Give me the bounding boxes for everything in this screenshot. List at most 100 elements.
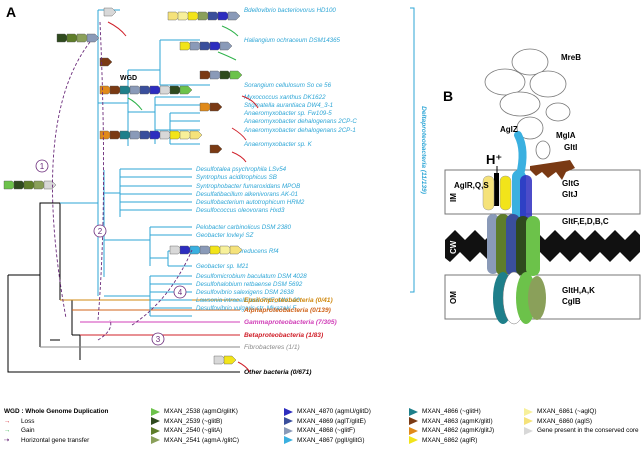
hgt-event-4: 4 [173,285,187,299]
leaf-label: Syntrophus aciditrophicus SB [196,174,277,181]
legend-gene-label: MXAN_2541 (agmA /glitC) [164,436,239,444]
legend-gene: MXAN_4863 (agmK/glitI) [409,417,494,427]
aglz-protein [514,131,527,179]
leaf-label: Pelobacter carbinolicus DSM 2380 [196,224,291,231]
gene-arrow-icon [284,426,293,435]
gene-arrow-icon [409,407,418,416]
legend-gene: MXAN_4866 (~glitH) [409,407,494,417]
legend-gene-label: MXAN_6860 (aglS) [537,417,593,425]
cglb-protein [528,276,546,320]
delta-group-label: Deltaproteobacteria (11/139) [420,106,427,194]
leaf-label: Stigmatella aurantiaca DW4_3-1 [244,102,333,109]
legend-gene: MXAN_2541 (agmA /glitC) [151,436,239,446]
label-mgla: MglA [556,131,576,140]
legend-gene: Gene present in the conserved core [524,426,640,436]
glti-protein [530,160,575,180]
event-number: 2 [98,227,103,236]
legend-gain: → Gain [4,426,108,436]
legend-gene-label: MXAN_2538 (agmO/glitK) [164,408,238,415]
gain-arrows [127,25,239,111]
label-cw: CW [449,240,458,254]
gene-arrow-icon [524,407,533,416]
group-label-gamma: Gammaproteobacteria (7/305) [244,319,337,326]
leaf-label: Lawsonia intracellularis PHE_MN1-00 [196,297,300,304]
wgd-label: WGD [120,75,137,82]
group-label-epsilon: Epsilonproteobacteria (0/41) [244,297,333,304]
panel-a-label: A [6,4,17,20]
legend-gene-label: MXAN_4863 (agmK/glitI) [422,417,493,425]
gltc-protein [526,216,540,276]
legend-gene-label: MXAN_4868 (~glitF) [297,427,356,434]
legend-hgt-label: Horizontal gene transfer [21,436,90,444]
leaf-labels: Bdellovibrio bacteriovorus HD100 Haliang… [196,7,357,312]
leaf-label: Desulfohalobium retbaense DSM 5692 [196,281,303,288]
legend-gene: MXAN_4867 (pglI/glitG) [284,436,371,446]
group-label-alpha: Alphaproteobacteria (0/139) [243,307,331,314]
mgla-protein [535,140,551,160]
gene-cluster-wgd [99,57,193,95]
legend-gene: MXAN_6861 (~aglQ) [524,407,640,417]
group-label-fibrobacteres: Fibrobacteres (1/1) [244,344,300,351]
aglrqs-protein [482,175,495,211]
legend-gene: MXAN_2539 (~glitB) [151,417,239,427]
mreb-cluster [484,48,571,140]
leaf-label: Desulfovibrio salexigens DSM 2638 [196,289,294,296]
legend-gene: MXAN_6862 (aglR) [409,436,494,446]
event-number: 1 [40,162,45,171]
leaf-label: Geobacter sp. M21 [196,263,249,270]
legend-gene-label: MXAN_4869 (aglT/glitE) [297,417,366,425]
leaf-label: Haliangium ochraceum DSM14365 [244,37,341,44]
tree-delta-branches [60,9,210,317]
label-im: IM [449,193,458,202]
legend-gain-label: Gain [21,427,35,434]
label-glthak: GltH,A,K [562,286,595,295]
legend-gene: MXAN_4870 (agmU/glitD) [284,407,371,417]
label-cglb: CglB [562,297,581,306]
event-number: 4 [178,288,183,297]
delta-bracket [410,7,415,293]
legend-gene-label: MXAN_6862 (aglR) [422,436,478,444]
hgt-event-2: 2 [93,224,107,238]
legend-gene: MXAN_4869 (aglT/glitE) [284,417,371,427]
legend-gene-label: MXAN_4866 (~glitH) [422,408,481,415]
legend-wgd: WGD : Whole Genome Duplication [4,408,109,415]
gene-arrow-icon [151,407,160,416]
legend-loss-label: Loss [21,417,35,425]
leaf-label: Desulfomicrobium baculatum DSM 4028 [196,273,307,280]
panel-b-label: B [443,88,454,104]
gene-cluster-geobacter [169,245,243,255]
gene-arrow-icon [284,436,293,445]
gain-arrow-icon: → [4,427,11,434]
hgt-arrows [52,21,193,341]
inner-membrane-box [444,169,641,215]
label-aglrqs: AglR,Q,S [454,181,489,190]
label-glti: GltI [564,143,577,152]
group-label-beta: Betaproteobacteria (1/83) [244,332,323,339]
loss-arrows [107,21,259,373]
proton-label: H⁺ [486,152,502,167]
gene-cluster-other [213,355,237,365]
hgt-arrow-icon: ⇢ [4,436,10,444]
leaf-label: Geobacter lovleyi SZ [196,232,254,239]
leaf-label: Bdellovibrio bacteriovorus HD100 [244,7,336,14]
legend: WGD : Whole Genome Duplication → Loss → Ga… [4,407,640,453]
legend-gene: MXAN_2538 (agmO/glitK) [151,407,239,417]
gene-arrow-icon [151,417,160,426]
group-label-other: Other bacteria (0/671) [244,369,311,376]
legend-hgt: ⇢ Horizontal gene transfer [4,436,108,446]
label-gltg: GltG [562,179,579,188]
leaf-label: Desulfotalea psychrophila LSv54 [196,166,287,173]
leaf-label: Anaeromyxobacter dehalogenans 2CP-1 [243,127,356,134]
label-om: OM [449,291,458,304]
legend-gene: MXAN_2540 (~glitA) [151,426,239,436]
gene-cluster-haliangium [179,41,233,51]
proton-channel [494,173,499,206]
legend-gene-label: MXAN_4867 (pglI/glitG) [297,436,365,444]
gene-cluster-bdellovibrio-node [56,7,117,43]
aglrqs-protein-2 [499,175,512,211]
leaf-label: Desulfovibrio vulgaris str. Miyazaki F [196,305,297,312]
gene-arrow-icon [524,426,533,435]
gene-cluster-anaeromyxobacter [199,102,223,112]
gltj-protein [520,175,532,227]
gene-arrow-icon [409,436,418,445]
